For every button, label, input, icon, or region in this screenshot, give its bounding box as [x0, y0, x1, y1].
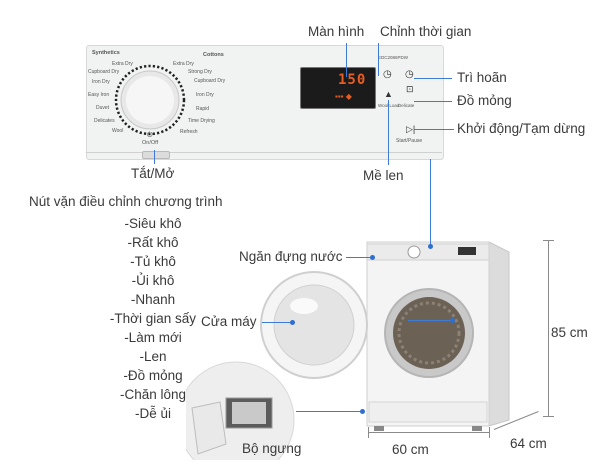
water-tank-label: Ngăn đựng nước [239, 249, 343, 264]
dial-right-2: Cupboard Dry [194, 78, 226, 84]
start-pause-panel-label: Start/Pause [396, 138, 423, 144]
on-off-label: Tắt/Mở [131, 166, 175, 181]
synthetics-label: Synthetics [92, 50, 120, 56]
door-callout-line [262, 322, 292, 323]
condenser-callout-dot [360, 409, 365, 414]
water-tank-callout-line [346, 257, 372, 258]
on-off-icon: ⏻ [147, 132, 153, 139]
dial-left-2: Iron Dry [92, 79, 110, 85]
delay-label: Trì hoãn [457, 70, 507, 85]
width-label: 60 cm [392, 442, 429, 457]
delay-icon[interactable]: ◷ [405, 69, 414, 80]
delicate-label: Delicate [398, 103, 415, 108]
height-dimension-line [548, 240, 549, 416]
program-item: -Chăn lông [119, 387, 187, 402]
width-dimension-line [368, 432, 490, 433]
width-dimension-cap-right [489, 427, 490, 438]
front-callout-dot [428, 244, 433, 249]
dryer-illustration [186, 241, 510, 460]
start-pause-callout-line [414, 129, 454, 130]
program-item: -Len [139, 349, 167, 364]
height-dimension-cap-bottom [543, 416, 554, 417]
start-pause-icon[interactable]: ▷| [406, 124, 416, 134]
delicates-callout-line [414, 101, 452, 102]
program-item: -Nhanh [130, 292, 176, 307]
height-label: 85 cm [551, 325, 588, 340]
on-off-panel-label: On/Off [142, 140, 159, 146]
delay-callout-line [414, 78, 452, 79]
knob-label: Nút vặn điều chỉnh chương trình [29, 194, 223, 209]
door-label: Cửa máy [201, 314, 257, 329]
condenser-label: Bộ ngưng [242, 441, 302, 456]
wool-callout-line [388, 100, 389, 165]
program-list: -Siêu khô -Rất khô -Tủ khô -Ủi khô -Nhan… [0, 214, 306, 423]
door-callout-dot [290, 320, 295, 325]
display-digits: 150 [338, 72, 367, 88]
model-number: EDC2086PDW [378, 55, 409, 60]
on-off-callout-line [154, 150, 155, 164]
display-status-icons: ▪▪▪ ◆ [335, 92, 352, 101]
time-adjust-callout-line [378, 43, 379, 76]
lcd-display [300, 67, 376, 109]
dial-right-5: Time Drying [188, 118, 215, 124]
delicates-label: Đồ mỏng [457, 93, 512, 108]
program-item: -Đồ mỏng [123, 368, 183, 383]
delicates-icon[interactable]: ⊡ [406, 84, 414, 94]
panel-divider [86, 152, 442, 153]
dial-right-3: Iron Dry [196, 92, 214, 98]
program-item: -Dễ ủi [134, 406, 171, 421]
wool-icon[interactable]: ▲ [384, 89, 393, 99]
time-adjust-icon[interactable]: ◷ [383, 69, 392, 80]
water-tank-callout-dot [370, 255, 375, 260]
dial-right-0: Extra Dry [173, 61, 194, 67]
time-adjust-label: Chỉnh thời gian [380, 24, 472, 39]
height-dimension-cap-top [543, 240, 554, 241]
dial-left-0: Extra Dry [112, 61, 133, 67]
drum-callout-line [408, 320, 452, 321]
dial-left-1: Cupboard Dry [88, 69, 120, 75]
program-item: -Thời gian sấy [109, 311, 197, 326]
front-callout-line-vertical [430, 159, 431, 246]
condenser-callout-line [296, 411, 362, 412]
dial-left-3: Easy Iron [88, 92, 110, 98]
start-pause-label: Khởi động/Tạm dừng [457, 121, 586, 136]
program-item: -Rất khô [127, 235, 179, 250]
display-callout-line [346, 43, 347, 77]
wool-label: Mề len [363, 168, 404, 183]
dial-left-4: Duvet [96, 105, 110, 111]
dial-right-6: Refresh [180, 129, 198, 135]
drum-callout-dot [450, 318, 455, 323]
dial-left-6: Wool [112, 128, 124, 134]
on-off-button[interactable] [142, 151, 170, 159]
program-item: -Ủi khô [131, 273, 175, 288]
dial-right-1: Strong Dry [188, 69, 212, 75]
program-item: -Siêu khô [124, 216, 182, 231]
dial-right-4: Rapid [196, 106, 210, 112]
cottons-label: Cottons [203, 52, 224, 58]
depth-label: 64 cm [510, 436, 547, 451]
width-dimension-cap-left [368, 427, 369, 438]
program-item: -Tủ khô [130, 254, 176, 269]
dial-left-5: Delicates [94, 118, 115, 124]
display-label: Màn hình [308, 24, 365, 39]
program-dial-knob[interactable] [114, 64, 186, 136]
program-item: -Làm mới [124, 330, 182, 345]
